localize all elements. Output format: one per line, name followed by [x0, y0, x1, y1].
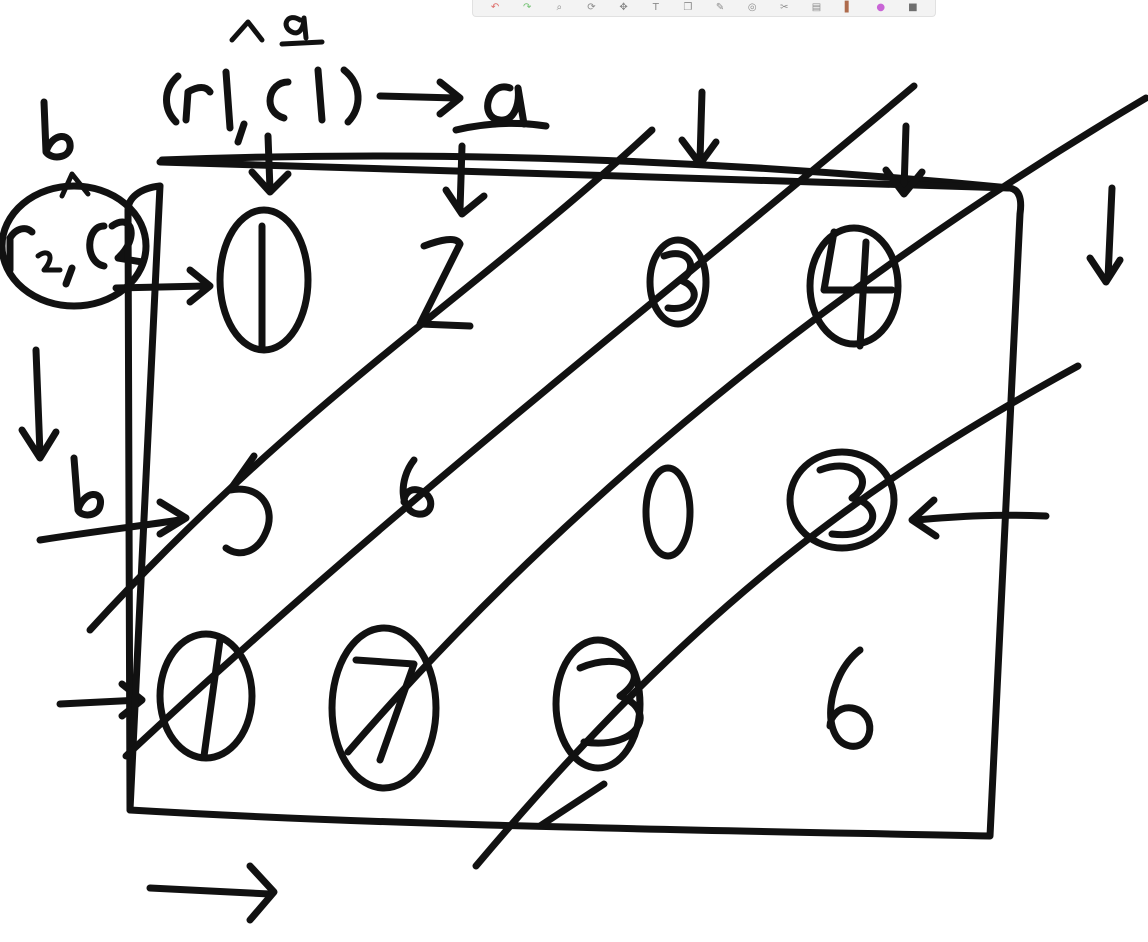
settings-icon[interactable]: ■ — [908, 2, 918, 13]
arrow-down-col3 — [696, 88, 706, 164]
arrow-b-to-row2 — [36, 516, 184, 544]
digit-4-cell — [820, 228, 896, 350]
digit-2-cell — [416, 236, 474, 330]
down-arrow-left — [32, 346, 44, 458]
paren-close-1 — [340, 66, 362, 126]
matrix-top-line — [156, 158, 1014, 192]
lasso-icon[interactable]: ⟳ — [587, 2, 596, 13]
arrow-from-right-row2 — [912, 511, 1050, 524]
arrow-down-col4 — [900, 122, 910, 194]
handwritten-comma-2 — [62, 264, 76, 288]
diagonal-tick-bottom — [536, 780, 608, 830]
drawing-toolbar: ↶ ↷ ⌕ ⟳ ✥ T ❐ ✎ ◎ ✂ ▤ ▌ ● ■ — [472, 0, 936, 17]
diagonal-line-1 — [86, 126, 656, 634]
handwritten-comma-1 — [234, 120, 248, 146]
digit-3-row2 — [816, 462, 877, 539]
underline-a-top — [279, 39, 325, 47]
paren-open-1 — [163, 72, 182, 126]
circle-cell-4 — [806, 224, 902, 348]
handwritten-a-right — [484, 83, 528, 128]
handwritten-r — [182, 84, 214, 124]
arrow-to-a — [376, 92, 460, 102]
zoom-icon[interactable]: ⌕ — [556, 2, 563, 13]
arrow-down-col3-head — [678, 136, 720, 168]
digit-5-cell — [222, 452, 273, 557]
paste-icon[interactable]: ▤ — [811, 2, 822, 13]
arrow-to-cell-1-head — [186, 266, 214, 306]
arrow-down-col2 — [456, 142, 466, 214]
circle-cell-7 — [328, 624, 440, 792]
circle-cell-1 — [216, 206, 312, 354]
copy-icon[interactable]: ❐ — [683, 2, 693, 13]
handwritten-c2-c — [86, 222, 108, 270]
handwritten-a-top — [283, 15, 309, 41]
caret-up-icon — [229, 19, 265, 43]
color-wheel-icon[interactable]: ● — [876, 2, 886, 13]
handwritten-1-c1 — [314, 66, 326, 124]
diagonal-line-4 — [472, 362, 1082, 870]
handwritten-b-left — [70, 454, 104, 519]
pen-icon[interactable]: ✎ — [715, 2, 725, 13]
handwritten-1-r1 — [222, 68, 234, 132]
diagonal-line-3 — [344, 94, 1148, 756]
label-r1-c1-group — [163, 15, 550, 146]
handwritten-b-top — [40, 98, 74, 161]
circle-cell-3-row3 — [552, 636, 644, 772]
arrow-down-right-head — [1086, 254, 1124, 286]
underline-a-right — [452, 119, 550, 134]
circle-r2-c2 — [0, 182, 150, 310]
arrow-to-a-head — [436, 78, 464, 118]
matrix-border — [124, 152, 1025, 840]
undo-icon[interactable]: ↶ — [490, 2, 500, 13]
arrow-down-col2-head — [442, 186, 488, 218]
arrow-down-right — [1104, 184, 1116, 282]
arrow-down-col1-head — [248, 168, 292, 196]
diagonal-line-2 — [122, 82, 918, 760]
arrow-down-col1 — [264, 132, 274, 194]
arrow-b-to-row2-head — [156, 498, 190, 538]
circle-cell-3 — [646, 236, 710, 328]
handwritten-c — [266, 78, 292, 122]
circle-cell-3-row2 — [786, 448, 898, 552]
arrow-down-col4-head — [882, 166, 926, 198]
digit-6-cell — [399, 456, 435, 518]
digit-3-row3 — [576, 657, 644, 747]
redo-icon[interactable]: ↷ — [523, 2, 532, 13]
handwritten-subscript-2 — [35, 250, 63, 273]
digit-1-row3 — [200, 636, 224, 760]
cut-icon[interactable]: ✂ — [780, 2, 789, 13]
bottom-right-arrow — [146, 884, 274, 898]
digit-0-cell — [642, 464, 694, 560]
down-arrow-left-head — [18, 426, 60, 462]
arrow-from-right-row2-head — [908, 496, 940, 540]
label-r2-c2-group — [0, 98, 214, 310]
highlighter-icon[interactable]: ▌ — [844, 2, 853, 13]
digit-6-row3 — [826, 646, 874, 750]
shape-icon[interactable]: ◎ — [747, 2, 757, 13]
handwritten-r2 — [6, 225, 36, 274]
digit-7-cell — [352, 656, 418, 764]
bottom-right-arrow-head — [246, 862, 278, 924]
move-icon[interactable]: ✥ — [619, 2, 628, 13]
text-tool-icon[interactable]: T — [652, 2, 659, 13]
matrix-left-line — [126, 182, 164, 814]
